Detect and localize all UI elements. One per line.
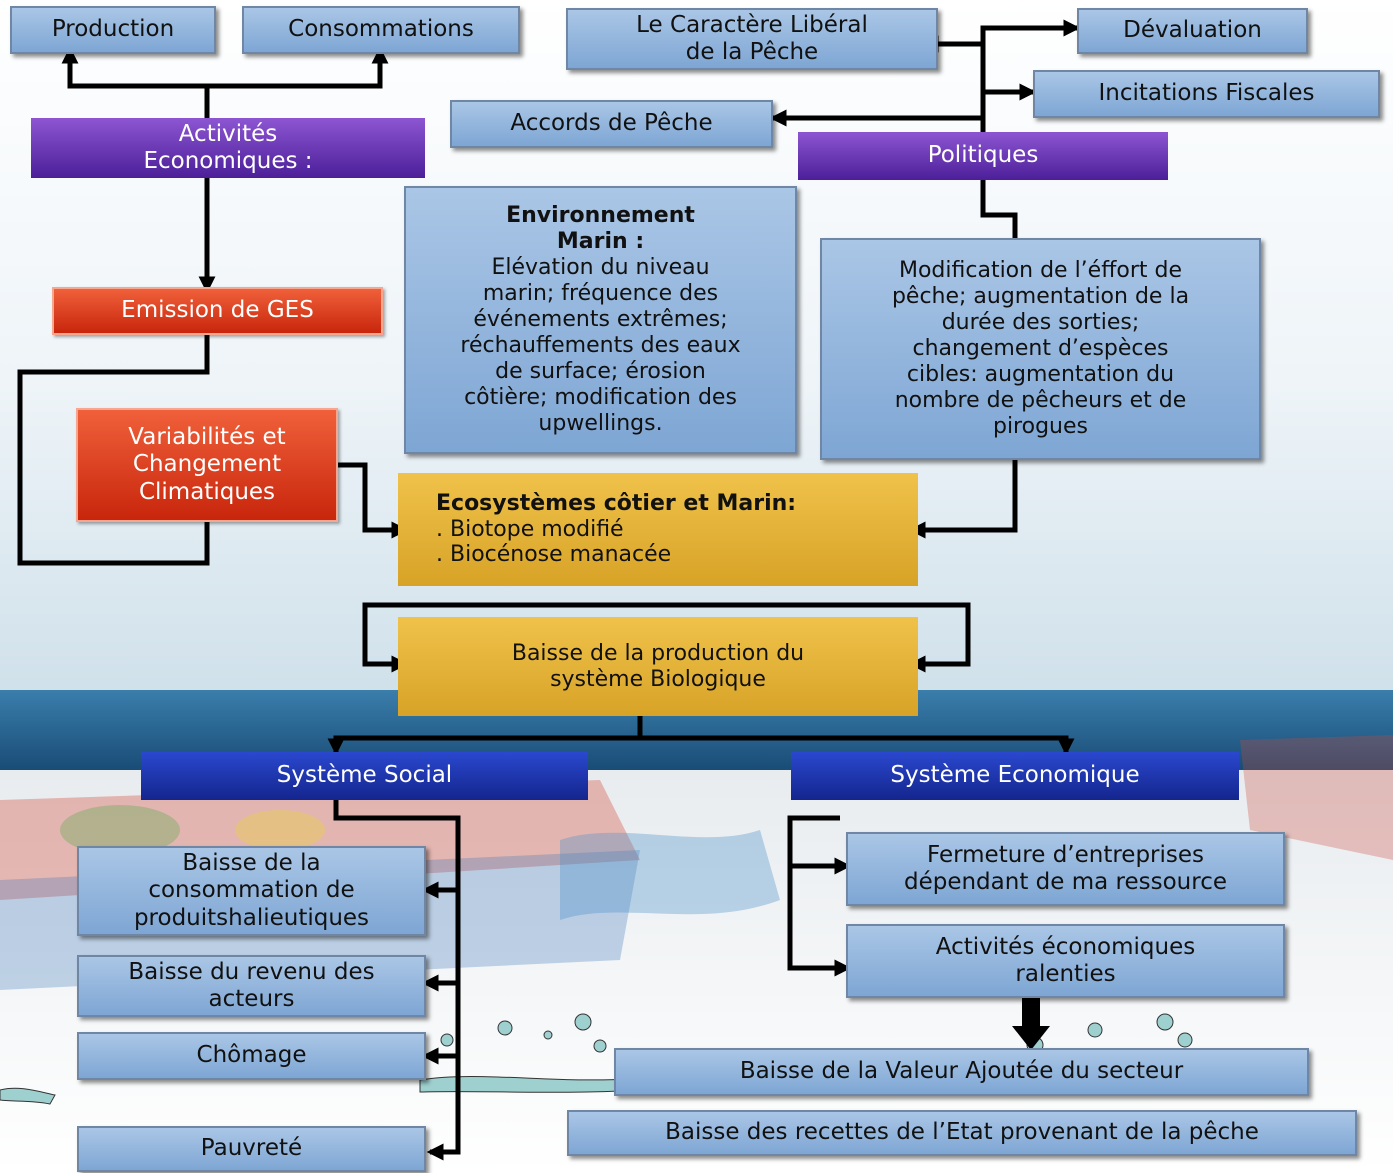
ecosystemes-title: Ecosystèmes côtier et Marin:: [436, 490, 797, 516]
pauvrete-box: Pauvreté: [77, 1126, 426, 1172]
baisse-production-box: Baisse de la production du système Biolo…: [398, 617, 918, 716]
modification-line7: pirogues: [992, 413, 1088, 439]
recettes-etat-label: Baisse des recettes de l’Etat provenant …: [665, 1119, 1259, 1146]
pauvrete-label: Pauvreté: [200, 1135, 303, 1162]
devaluation-box: Dévaluation: [1077, 8, 1308, 54]
baisse-production-line2: système Biologique: [550, 666, 766, 692]
consommation-line3: produitshalieutiques: [133, 904, 370, 931]
production-box: Production: [10, 6, 216, 54]
environnement-line3: événements extrêmes;: [473, 307, 728, 333]
modification-line5: cibles: augmentation du: [906, 361, 1175, 387]
modification-line2: pêche; augmentation de la: [891, 284, 1190, 310]
caractere-liberal-line2: de la Pêche: [685, 39, 819, 65]
arrow-to-systemes: [327, 716, 643, 756]
modification-line3: durée des sorties;: [941, 310, 1140, 336]
activites-economiques-box: Activités Economiques :: [31, 118, 425, 178]
arrow-to-valeur-shaft: [1022, 998, 1040, 1028]
ecosystemes-item-2: . Biocénose manacée: [436, 542, 672, 568]
production-label: Production: [51, 16, 175, 43]
systeme-social-box: Système Social: [141, 752, 588, 800]
caractere-liberal-box: Le Caractère Libéral de la Pêche: [566, 8, 938, 70]
recettes-etat-box: Baisse des recettes de l’Etat provenant …: [567, 1110, 1357, 1156]
modification-effort-box: Modification de l’éffort de pêche; augme…: [820, 238, 1261, 460]
activites-ralenties-line1: Activités économiques: [935, 933, 1196, 960]
chomage-label: Chômage: [196, 1042, 307, 1069]
baisse-production-line1: Baisse de la production du: [511, 640, 805, 666]
environnement-line1: Elévation du niveau: [491, 255, 710, 281]
activites-line2: Economiques :: [143, 148, 313, 174]
systeme-economique-label: Système Economique: [890, 762, 1140, 789]
valeur-ajoutee-label: Baisse de la Valeur Ajoutée du secteur: [739, 1058, 1184, 1085]
incitations-fiscales-label: Incitations Fiscales: [1098, 80, 1315, 107]
ecosystemes-item-1: . Biotope modifié: [436, 516, 624, 542]
fermeture-line2: dépendant de ma ressource: [903, 869, 1227, 895]
variabilites-box: Variabilités et Changement Climatiques: [76, 408, 338, 522]
caractere-liberal-line1: Le Caractère Libéral: [636, 11, 868, 38]
activites-ralenties-line2: ralenties: [1015, 961, 1116, 987]
activites-line1: Activités: [178, 120, 278, 147]
connector-economic-spine: [787, 815, 852, 977]
emission-ges-label: Emission de GES: [121, 297, 314, 324]
environnement-line6: côtière; modification des: [464, 384, 737, 410]
baisse-consommation-box: Baisse de la consommation de produitshal…: [77, 846, 426, 936]
ecosystemes-box: Ecosystèmes côtier et Marin: . Biotope m…: [398, 473, 918, 586]
politiques-label: Politiques: [927, 142, 1039, 169]
accords-peche-label: Accords de Pêche: [510, 110, 713, 137]
variabilites-line1: Variabilités et: [128, 424, 286, 451]
incitations-fiscales-box: Incitations Fiscales: [1033, 70, 1380, 118]
environnement-marin-box: Environnement Marin : Elévation du nivea…: [404, 186, 797, 454]
connector-politiques-modification: [980, 180, 1018, 238]
devaluation-label: Dévaluation: [1123, 17, 1262, 44]
variabilites-line2: Changement: [132, 451, 282, 478]
arrow-to-systeme-economique: [640, 735, 1075, 756]
politiques-box: Politiques: [798, 132, 1168, 180]
modification-line4: changement d’espèces: [912, 336, 1169, 362]
environnement-line2: marin; fréquence des: [482, 281, 719, 307]
consommations-box: Consommations: [242, 6, 520, 54]
chomage-box: Chômage: [77, 1032, 426, 1080]
fermeture-line1: Fermeture d’entreprises: [926, 841, 1205, 868]
variabilites-line3: Climatiques: [138, 478, 276, 505]
environnement-line4: réchauffements des eaux: [460, 332, 741, 358]
arrow-to-production: [61, 46, 210, 118]
systeme-social-label: Système Social: [276, 762, 453, 789]
arrow-to-consommations: [207, 46, 389, 89]
consommations-label: Consommations: [288, 16, 474, 43]
arrow-to-valeur-head: [1012, 1026, 1050, 1050]
modification-line6: nombre de pêcheurs et de: [894, 387, 1187, 413]
consommation-line2: consommation de: [148, 877, 355, 904]
environnement-title-line1: Environnement: [506, 203, 695, 229]
connector-emission-variabilites: [17, 335, 210, 566]
connector-social-spine: [333, 800, 461, 1161]
fermeture-entreprises-box: Fermeture d’entreprises dépendant de ma …: [846, 832, 1285, 906]
emission-ges-box: Emission de GES: [52, 287, 383, 335]
revenu-line2: acteurs: [208, 986, 295, 1012]
systeme-economique-box: Système Economique: [791, 752, 1239, 800]
arrow-modification-ecosystemes: [908, 460, 1018, 539]
activites-ralenties-box: Activités économiques ralenties: [846, 924, 1285, 998]
baisse-revenu-box: Baisse du revenu des acteurs: [77, 955, 426, 1017]
accords-peche-box: Accords de Pêche: [450, 100, 773, 148]
environnement-line5: de surface; érosion: [495, 358, 706, 384]
revenu-line1: Baisse du revenu des: [128, 958, 375, 985]
arrow-variabilites-ecosystemes: [338, 462, 409, 539]
valeur-ajoutee-box: Baisse de la Valeur Ajoutée du secteur: [614, 1048, 1309, 1096]
modification-line1: Modification de l’éffort de: [898, 258, 1182, 284]
environnement-line7: upwellings.: [538, 410, 663, 436]
arrow-loop-right: [640, 602, 971, 673]
consommation-line1: Baisse de la: [182, 850, 321, 877]
connector-politiques-trunk: [980, 19, 1081, 135]
environnement-title-line2: Marin :: [556, 229, 645, 255]
arrow-loop-left: [362, 602, 640, 673]
